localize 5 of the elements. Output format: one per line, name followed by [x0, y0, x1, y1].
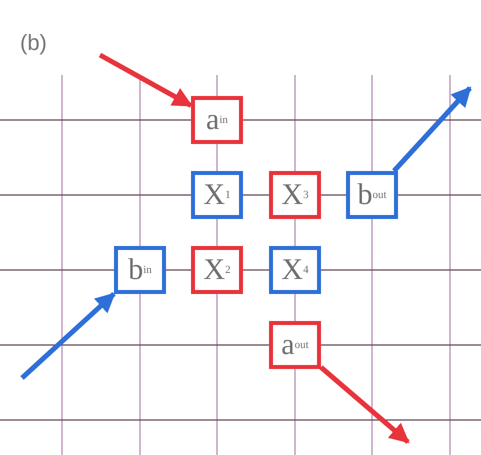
arrow	[319, 365, 410, 444]
panel-label: (b)	[20, 30, 47, 56]
arrow	[20, 292, 116, 380]
arrow	[98, 52, 193, 108]
arrow	[392, 86, 472, 173]
